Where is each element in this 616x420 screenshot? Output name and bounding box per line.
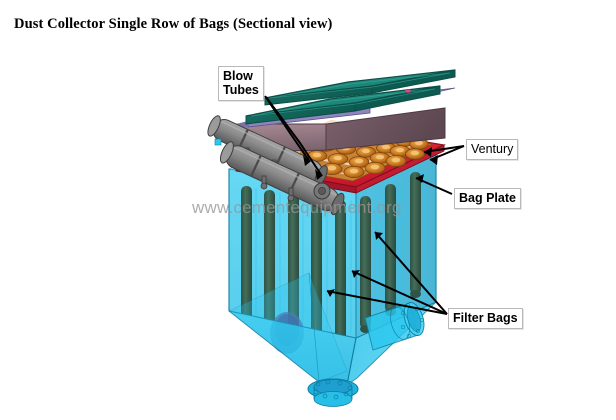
callout-filter-bags[interactable]: Filter Bags bbox=[448, 308, 523, 329]
filter-bag bbox=[335, 200, 346, 338]
callout-bag-plate[interactable]: Bag Plate bbox=[454, 188, 521, 209]
callout-ventury[interactable]: Ventury bbox=[466, 139, 519, 160]
blow-tube bbox=[219, 141, 345, 216]
top-cover bbox=[236, 69, 456, 130]
filter-bag bbox=[311, 197, 322, 338]
dust-outlet-flange bbox=[307, 378, 359, 407]
top-cover-panel-front bbox=[245, 85, 441, 125]
filter-bags-group bbox=[229, 152, 436, 338]
page-title: Dust Collector Single Row of Bags (Secti… bbox=[14, 16, 333, 32]
inlet-duct bbox=[364, 302, 425, 351]
callout-blow-tubes[interactable]: Blow Tubes bbox=[218, 66, 264, 101]
top-cover-panel-rear bbox=[264, 69, 456, 106]
leader-arrowheads bbox=[303, 147, 438, 297]
filter-bag bbox=[410, 172, 421, 298]
